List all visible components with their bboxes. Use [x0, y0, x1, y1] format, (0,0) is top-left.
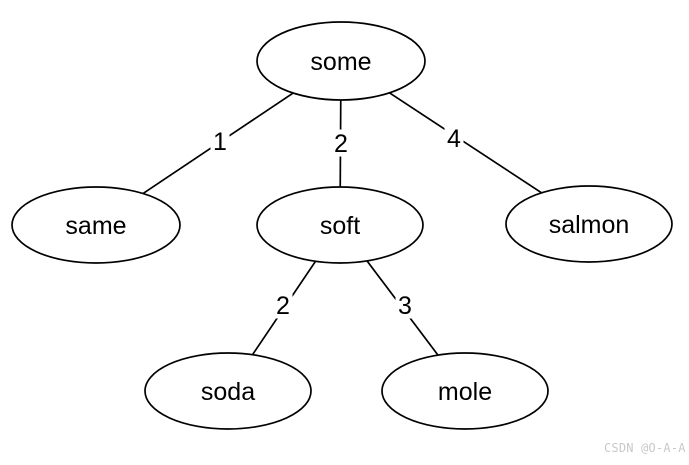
edge-label-bg-soft-mole — [395, 291, 415, 319]
node-label-same: same — [65, 212, 126, 240]
edge-label-bg-some-same — [210, 127, 230, 155]
edge-label-soft-mole: 3 — [398, 292, 412, 320]
watermark: CSDN @O-A-A — [604, 441, 686, 455]
node-ellipse-mole — [381, 352, 549, 430]
edge-label-some-same: 1 — [213, 128, 227, 156]
node-ellipse-soft — [256, 186, 424, 264]
node-label-salmon: salmon — [549, 211, 630, 239]
node-label-mole: mole — [438, 378, 492, 406]
edge-label-soft-soda: 2 — [276, 292, 290, 320]
edge-label-some-soft: 2 — [334, 130, 348, 158]
edge-label-bg-soft-soda — [273, 291, 293, 319]
node-label-some: some — [310, 48, 371, 76]
node-ellipse-salmon — [505, 185, 673, 263]
node-ellipse-soda — [144, 352, 312, 430]
node-ellipse-same — [11, 186, 181, 264]
node-label-soft: soft — [320, 212, 360, 240]
edge-label-bg-some-salmon — [444, 124, 464, 152]
edge-label-bg-some-soft — [331, 129, 351, 157]
node-label-soda: soda — [201, 378, 255, 406]
node-ellipse-some — [256, 21, 426, 101]
edge-label-some-salmon: 4 — [447, 125, 461, 153]
